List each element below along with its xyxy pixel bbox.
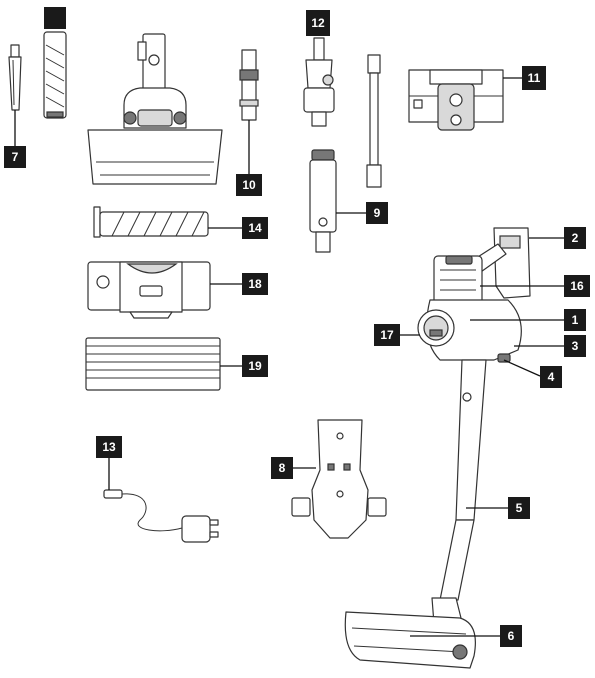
leader-4 <box>504 360 540 376</box>
svg-text:3: 3 <box>572 339 579 353</box>
mop-pad <box>86 338 220 390</box>
tag-17: 17 <box>374 324 400 346</box>
tag-11: 11 <box>522 66 546 90</box>
svg-text:14: 14 <box>248 221 262 235</box>
svg-text:5: 5 <box>516 501 523 515</box>
tag-1: 1 <box>564 309 586 331</box>
svg-text:10: 10 <box>242 178 256 192</box>
svg-text:4: 4 <box>548 370 555 384</box>
tag-12: 12 <box>306 10 330 36</box>
svg-text:11: 11 <box>528 71 541 85</box>
tag-2: 2 <box>564 227 586 249</box>
tag-19: 19 <box>242 355 268 377</box>
mini-extension <box>310 150 336 252</box>
tag-4: 4 <box>540 366 562 388</box>
tag-10: 10 <box>236 174 262 196</box>
tag-7: 7 <box>4 146 26 168</box>
mop-tank <box>88 262 210 318</box>
combination-tool <box>304 38 334 126</box>
wall-bracket <box>409 70 503 130</box>
svg-text:19: 19 <box>248 359 262 373</box>
svg-text:8: 8 <box>279 461 286 475</box>
svg-text:17: 17 <box>380 328 394 342</box>
svg-text:9: 9 <box>374 206 381 220</box>
tag-8: 8 <box>271 457 293 479</box>
wand-adaptor <box>240 50 258 120</box>
tag-6: 6 <box>500 625 522 647</box>
brush-roll-small <box>44 32 66 118</box>
tag-13: 13 <box>96 436 122 458</box>
svg-text:1: 1 <box>572 313 579 327</box>
svg-text:2: 2 <box>572 231 579 245</box>
soft-roller <box>94 207 208 237</box>
svg-text:18: 18 <box>248 277 262 291</box>
docking-stand <box>292 420 386 538</box>
svg-text:7: 7 <box>12 150 19 164</box>
svg-text:13: 13 <box>102 440 116 454</box>
svg-text:12: 12 <box>311 16 325 30</box>
long-wand-piece <box>367 55 381 187</box>
charger <box>104 490 218 542</box>
svg-text:6: 6 <box>508 629 515 643</box>
tag-blank <box>44 7 66 29</box>
crevice-tool <box>9 45 21 110</box>
floor-head-accessory <box>88 34 222 184</box>
main-vacuum-unit <box>345 228 530 668</box>
tag-9: 9 <box>366 202 388 224</box>
tag-3: 3 <box>564 335 586 357</box>
tag-5: 5 <box>508 497 530 519</box>
svg-text:16: 16 <box>570 279 584 293</box>
tag-16: 16 <box>564 275 590 297</box>
tag-18: 18 <box>242 273 268 295</box>
tag-14: 14 <box>242 217 268 239</box>
